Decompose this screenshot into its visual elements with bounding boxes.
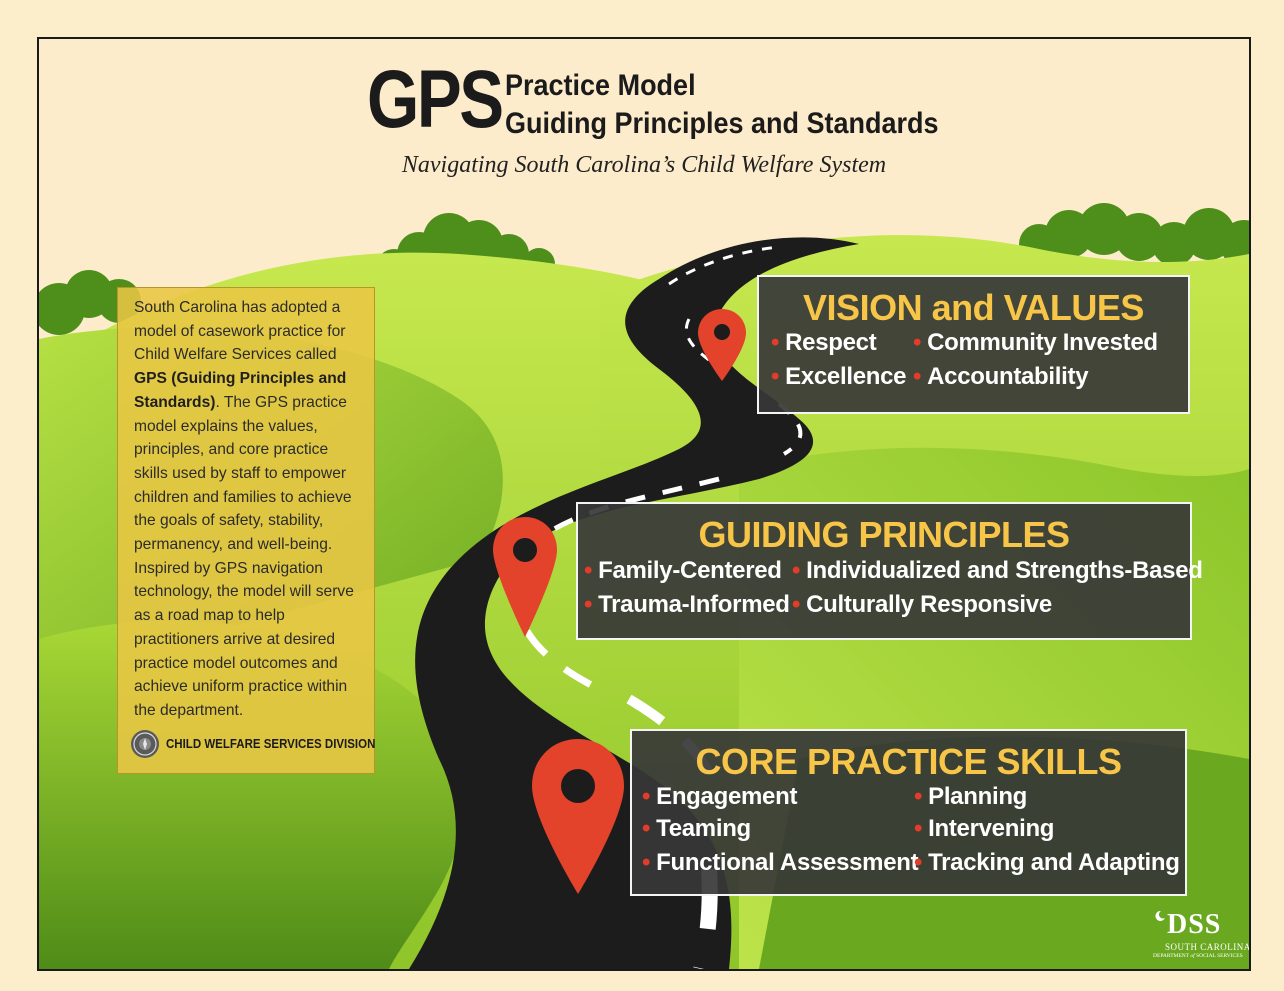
division-label: CHILD WELFARE SERVICES DIVISION <box>166 737 376 751</box>
skill-item: Planning <box>914 783 1027 811</box>
dss-wordmark: DSS <box>1167 909 1222 940</box>
subtitle: Navigating South Carolina’s Child Welfar… <box>401 152 887 178</box>
value-item: Excellence <box>771 363 906 391</box>
principles-heading: GUIDING PRINCIPLES <box>698 514 1070 555</box>
intro-text-end: . The GPS practice model explains the va… <box>134 393 354 719</box>
skill-item: Functional Assessment <box>642 849 919 877</box>
title-practice-model: Practice Model <box>505 69 696 102</box>
vision-heading: VISION and VALUES <box>803 287 1144 328</box>
gps-acronym: GPS <box>367 54 504 145</box>
dss-department: DEPARTMENT of SOCIAL SERVICES <box>1153 953 1243 959</box>
skill-item: Teaming <box>642 815 751 843</box>
principle-item: Individualized and Strengths-Based <box>792 557 1203 585</box>
intro-box: South Carolina has adopted a model of ca… <box>117 287 375 774</box>
division-footer: CHILD WELFARE SERVICES DIVISION <box>130 729 394 759</box>
winding-road <box>409 237 859 969</box>
intro-text-start: South Carolina has adopted a model of ca… <box>134 299 346 364</box>
skill-item: Engagement <box>642 783 797 811</box>
poster: GPS Practice Model Guiding Principles an… <box>37 37 1251 971</box>
state-seal-icon <box>131 730 159 758</box>
principle-item: Culturally Responsive <box>792 591 1052 619</box>
dss-dept-part: SOCIAL SERVICES <box>1194 953 1243 959</box>
location-pin-icon <box>493 517 557 637</box>
dss-logo: DSS SOUTH CAROLINA DEPARTMENT of SOCIAL … <box>1149 909 1249 964</box>
crescent-moon-icon <box>1155 911 1165 921</box>
title-guiding-principles: Guiding Principles and Standards <box>505 107 939 140</box>
location-pin-icon <box>532 739 624 894</box>
core-practice-skills-panel: CORE PRACTICE SKILLS Engagement Planning… <box>630 729 1187 896</box>
dss-dept-of: of <box>1190 953 1195 959</box>
value-item: Respect <box>771 329 877 357</box>
dss-dept-part: DEPARTMENT <box>1153 953 1191 959</box>
core-heading: CORE PRACTICE SKILLS <box>695 741 1122 782</box>
location-pin-icon <box>698 309 746 381</box>
intro-text-bold: GPS (Guiding Principles and Standards) <box>134 370 347 411</box>
value-item: Community Invested <box>913 329 1158 357</box>
intro-paragraph: South Carolina has adopted a model of ca… <box>134 296 364 723</box>
value-item: Accountability <box>913 363 1088 391</box>
skill-item: Tracking and Adapting <box>914 849 1180 877</box>
skill-item: Intervening <box>914 815 1054 843</box>
principle-item: Trauma-Informed <box>584 591 790 619</box>
principle-item: Family-Centered <box>584 557 782 585</box>
vision-values-panel: VISION and VALUES Respect Community Inve… <box>757 275 1190 414</box>
dss-state: SOUTH CAROLINA <box>1165 942 1251 952</box>
guiding-principles-panel: GUIDING PRINCIPLES Family-Centered Indiv… <box>576 502 1203 640</box>
